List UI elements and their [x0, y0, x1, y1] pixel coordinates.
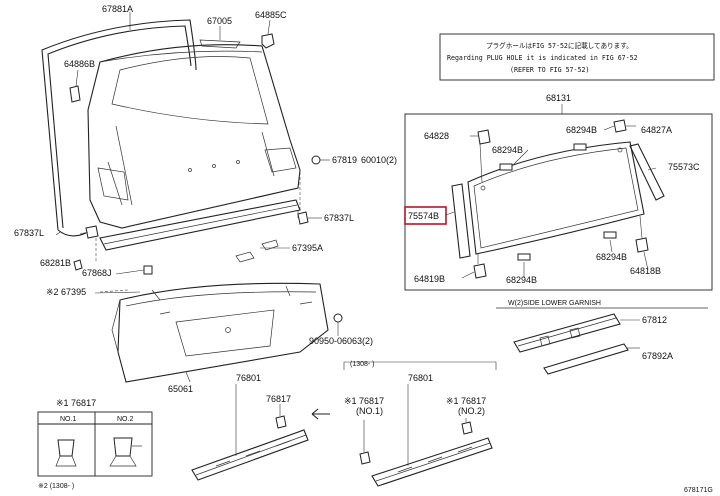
label-67892a: 67892A [642, 351, 673, 361]
screw-90950-drawing [333, 313, 343, 336]
glass-drawing [451, 119, 665, 279]
label-67868j: 67868J [82, 268, 112, 278]
label-67881a: 67881A [102, 4, 133, 14]
note-box [439, 33, 715, 81]
legend-no2: NO.2 [117, 416, 133, 423]
garnish-bar-drawing [99, 199, 301, 263]
label-68294b-b: 68294B [492, 145, 523, 155]
label-date-1308: (1308- ) [350, 361, 375, 368]
glass-assembly-box [404, 104, 713, 291]
back-door-panel-drawing [87, 39, 301, 229]
clip-64886b-drawing [69, 69, 81, 103]
label-garnish-title: W(2)SIDE LOWER GARNISH [508, 300, 601, 307]
label-68281b: 68281B [40, 258, 71, 268]
label-76801-right: 76801 [408, 373, 433, 383]
label-67819: 67819 [332, 155, 357, 165]
label-65061: 65061 [168, 384, 193, 394]
label-76817-no2: ※1 76817 [446, 396, 486, 406]
legend-title: ※1 76817 [56, 398, 96, 408]
side-lower-garnish-drawing [496, 307, 708, 375]
label-64819b: 64819B [414, 274, 445, 284]
label-68294b-c: 68294B [596, 252, 627, 262]
highlight-75574b [404, 206, 447, 225]
label-68294b-d: 68294B [506, 275, 537, 285]
label-64886b: 64886B [64, 59, 95, 69]
bolt-67819-drawing [311, 155, 330, 165]
clip-64885c-drawing [261, 19, 275, 49]
leader-lines [55, 12, 657, 383]
garnish-76801-right-drawing [343, 361, 497, 487]
clip-67868j-drawing [143, 265, 153, 275]
figure-code: 678171G [684, 487, 713, 494]
garnish-76801-left-drawing [191, 384, 309, 481]
arrow-indicator [311, 408, 330, 420]
label-64885c: 64885C [255, 10, 287, 20]
label-64827a: 64827A [641, 125, 672, 135]
legend-box [37, 411, 153, 477]
label-64818b: 64818B [630, 266, 661, 276]
label-64828: 64828 [424, 131, 449, 141]
label-67005: 67005 [207, 16, 232, 26]
label-no1-paren: (NO.1) [356, 406, 383, 416]
footnote: ※2 (1308- ) [38, 483, 74, 490]
label-75573c: 75573C [668, 162, 700, 172]
label-76817-left: 76817 [266, 394, 291, 404]
note-line-1: プラグホールはFIG 57-52に記載してあります。 [486, 41, 633, 50]
clip-68281b-drawing [73, 225, 99, 271]
note-line-3: (REFER TO FIG 57-52) [510, 66, 589, 74]
label-no2-paren: (NO.2) [458, 406, 485, 416]
label-67812: 67812 [642, 315, 667, 325]
label-67837l-left: 67837L [14, 228, 44, 238]
label-67837l-right: 67837L [324, 213, 354, 223]
clip-67837l-right-drawing [297, 211, 322, 225]
weatherstrip-drawing [41, 19, 197, 237]
label-67395a: 67395A [292, 243, 323, 253]
label-68294b-a: 68294B [566, 125, 597, 135]
label-60010: 60010(2) [361, 155, 397, 165]
label-67395: ※2 67395 [46, 287, 86, 297]
label-90950: 90950-06063(2) [309, 336, 373, 346]
label-68131: 68131 [546, 93, 571, 103]
note-line-2: Regarding PLUG HOLE it is indicated in F… [447, 54, 638, 62]
label-75574b: 75574B [408, 211, 439, 221]
trim-panel-drawing [111, 282, 329, 383]
legend-no1: NO.1 [60, 416, 76, 423]
label-76801-left: 76801 [236, 373, 261, 383]
label-76817-no1: ※1 76817 [344, 396, 384, 406]
